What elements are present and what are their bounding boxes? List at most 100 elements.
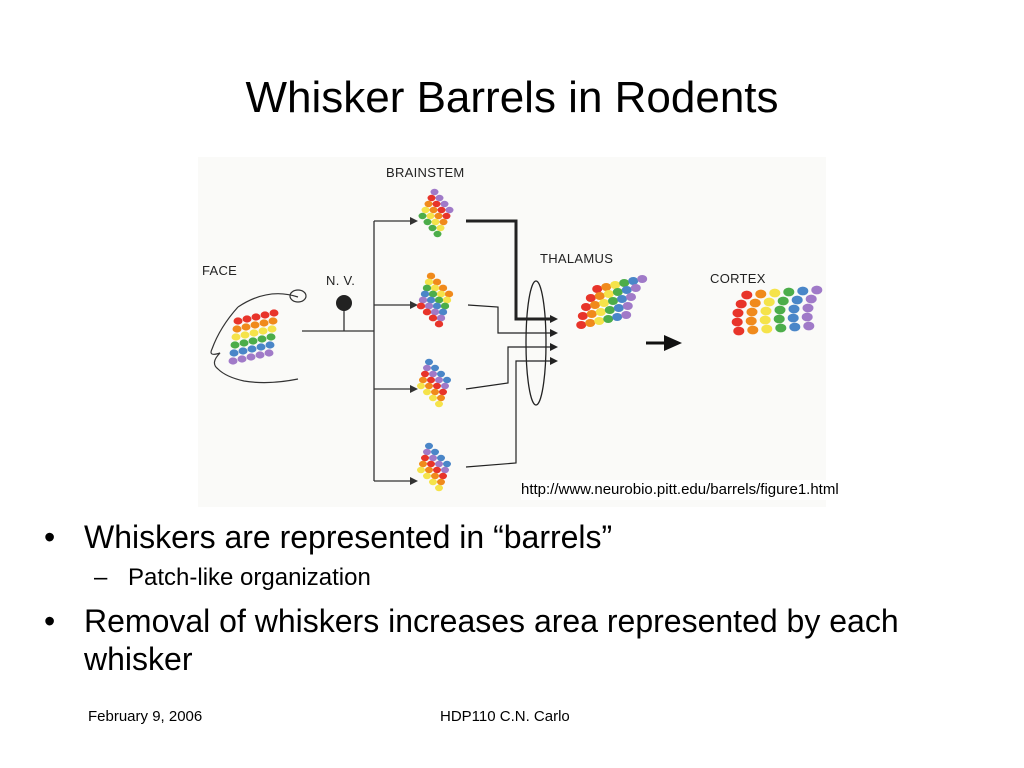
barrel-dot bbox=[425, 358, 433, 366]
barrel-dot bbox=[419, 376, 427, 384]
barrel-dot bbox=[429, 478, 437, 486]
barrel-dot bbox=[435, 194, 444, 202]
barrel-dot bbox=[429, 370, 437, 378]
barrel-dot bbox=[436, 314, 446, 322]
barrel-dot bbox=[437, 370, 445, 378]
barrel-dot bbox=[595, 308, 606, 316]
barrel-dot bbox=[443, 460, 451, 468]
barrel-dot bbox=[430, 284, 440, 292]
barrel-dot bbox=[417, 466, 425, 474]
barrel-dot bbox=[803, 321, 815, 331]
barrel-dot bbox=[432, 278, 442, 286]
barrel-dot bbox=[246, 353, 256, 361]
barrel-dot bbox=[430, 308, 440, 316]
barrel-dot bbox=[592, 285, 603, 293]
barrel-dot bbox=[442, 296, 452, 304]
cortex-barrels bbox=[731, 285, 823, 336]
barrel-dot bbox=[427, 194, 436, 202]
footer-date: February 9, 2006 bbox=[88, 708, 203, 725]
barrel-dot bbox=[433, 230, 442, 238]
barrel-dot bbox=[577, 312, 588, 320]
barrel-dot bbox=[437, 478, 445, 486]
barrel-dot bbox=[432, 302, 442, 310]
brainstem-barrels-4 bbox=[417, 442, 451, 492]
figure-source-link[interactable]: http://www.neurobio.pitt.edu/barrels/fig… bbox=[521, 480, 961, 500]
barrel-dot bbox=[621, 286, 632, 294]
nerve-wiring bbox=[302, 220, 410, 482]
barrel-dot bbox=[435, 376, 443, 384]
thalamus-label: THALAMUS bbox=[540, 251, 613, 266]
sub-bullet-item: – Patch-like organization bbox=[44, 562, 984, 594]
barrel-dot bbox=[619, 279, 630, 287]
barrel-dot bbox=[749, 298, 761, 308]
barrel-dot bbox=[594, 292, 605, 300]
barrel-dot bbox=[428, 314, 438, 322]
barrel-dot bbox=[231, 333, 241, 341]
barrel-dot bbox=[811, 285, 823, 295]
barrel-dot bbox=[590, 301, 600, 309]
barrel-dot bbox=[422, 284, 432, 292]
barrel-dot bbox=[437, 454, 445, 462]
barrel-dot bbox=[732, 308, 744, 318]
barrel-dot bbox=[433, 382, 441, 390]
cortex-label: CORTEX bbox=[710, 271, 766, 286]
barrel-pathway-figure: BRAINSTEM FACE N. V. THALAMUS CORTEX bbox=[198, 157, 826, 507]
barrel-dot bbox=[431, 364, 439, 372]
barrel-dot bbox=[425, 382, 433, 390]
barrel-dot bbox=[435, 484, 443, 492]
barrel-dot bbox=[426, 212, 435, 220]
barrel-dot bbox=[421, 206, 430, 214]
barrel-dot bbox=[442, 212, 451, 220]
barrel-dot bbox=[426, 296, 436, 304]
barrel-dot bbox=[601, 283, 612, 291]
barrel-dot bbox=[429, 454, 437, 462]
barrel-dot bbox=[260, 311, 270, 319]
barrel-dot bbox=[585, 319, 596, 327]
barrel-dot bbox=[269, 309, 279, 317]
nv-label: N. V. bbox=[326, 273, 355, 288]
barrel-dot bbox=[438, 284, 448, 292]
barrel-dot bbox=[431, 218, 440, 226]
barrel-dot bbox=[445, 206, 454, 214]
bullet-item: • Whiskers are represented in “barrels” bbox=[44, 518, 984, 556]
barrel-dot bbox=[761, 324, 773, 334]
barrel-dot bbox=[630, 284, 641, 292]
barrel-dot bbox=[431, 388, 439, 396]
barrel-dot bbox=[421, 370, 429, 378]
barrel-dot bbox=[735, 299, 747, 309]
barrel-dot bbox=[237, 355, 247, 363]
barrel-dot bbox=[431, 472, 439, 480]
face-label: FACE bbox=[202, 263, 237, 278]
barrel-dot bbox=[789, 322, 801, 332]
barrel-dot bbox=[423, 218, 432, 226]
barrel-dot bbox=[443, 376, 451, 384]
brainstem-thalamus-wiring bbox=[465, 219, 550, 468]
barrel-dot bbox=[440, 200, 449, 208]
nerve-ganglion-icon bbox=[336, 295, 352, 311]
barrel-dot bbox=[608, 297, 618, 305]
brainstem-barrels-1 bbox=[418, 188, 454, 238]
barrel-dot bbox=[775, 323, 787, 333]
barrel-dot bbox=[440, 302, 450, 310]
barrel-dot bbox=[433, 466, 441, 474]
barrel-dot bbox=[427, 460, 435, 468]
barrel-dot bbox=[788, 304, 800, 314]
barrel-dot bbox=[441, 382, 449, 390]
barrel-dot bbox=[604, 306, 615, 314]
barrel-dot bbox=[420, 290, 430, 298]
barrel-dot bbox=[628, 277, 639, 285]
thalamus-arrowheads bbox=[550, 315, 558, 365]
barrel-dot bbox=[741, 290, 753, 300]
slide-title: Whisker Barrels in Rodents bbox=[245, 73, 779, 122]
barrel-dot bbox=[424, 278, 434, 286]
barrel-dot bbox=[438, 308, 448, 316]
barrel-dot bbox=[418, 296, 428, 304]
barrel-dot bbox=[617, 295, 627, 303]
barrel-dot bbox=[805, 294, 817, 304]
bullet-text: Whiskers are represented in “barrels” bbox=[84, 519, 613, 555]
barrel-dot bbox=[586, 310, 597, 318]
barrel-dot bbox=[747, 325, 759, 335]
barrel-dot bbox=[599, 299, 609, 307]
barrel-dot bbox=[434, 296, 444, 304]
barrel-dot bbox=[258, 327, 268, 335]
